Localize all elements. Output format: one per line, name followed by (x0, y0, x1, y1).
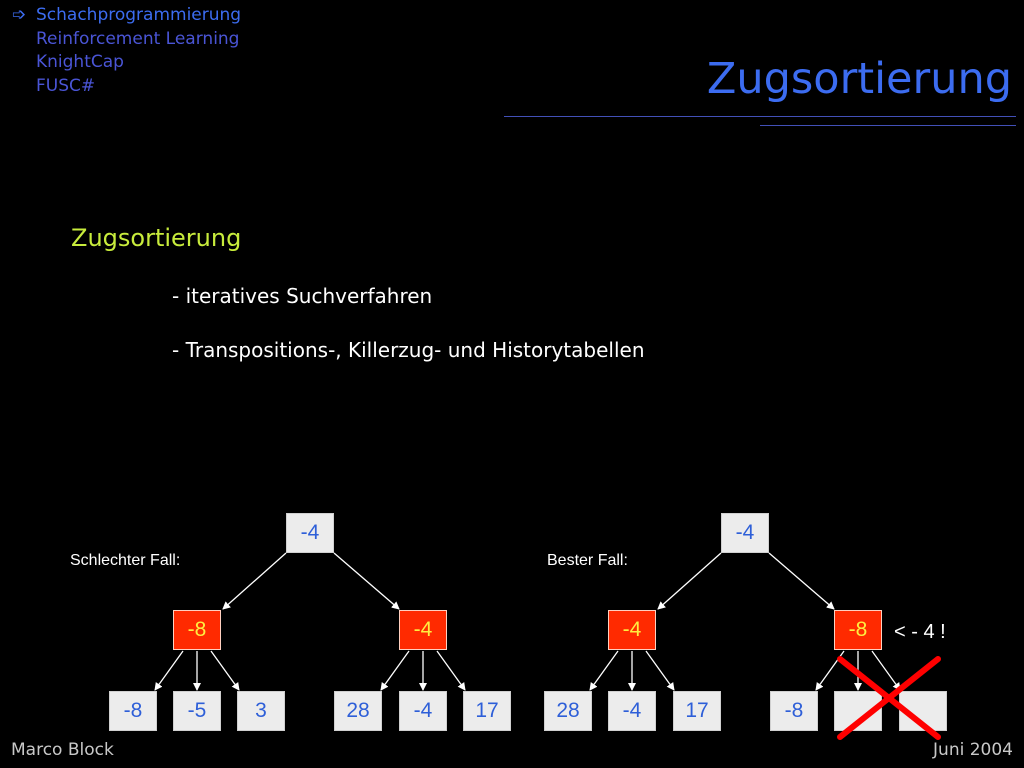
title-divider (504, 116, 1016, 117)
nav-item-reinforcement-learning[interactable]: Reinforcement Learning (12, 28, 241, 52)
min-node: -4 (399, 610, 447, 650)
leaf-node: 28 (334, 691, 382, 731)
bullet-item: - Transpositions-, Killerzug- und Histor… (172, 338, 645, 362)
slide-title: Zugsortierung (706, 54, 1012, 104)
title-divider-short (760, 125, 1016, 126)
footer-date: Juni 2004 (933, 740, 1013, 760)
leaf-node: 28 (544, 691, 592, 731)
leaf-node: -8 (109, 691, 157, 731)
nav-item-knightcap[interactable]: KnightCap (12, 51, 241, 75)
footer-author: Marco Block (11, 740, 114, 760)
nav-item-fusc[interactable]: FUSC# (12, 75, 241, 99)
leaf-node: -5 (173, 691, 221, 731)
leaf-node: -4 (608, 691, 656, 731)
bullet-item: - iteratives Suchverfahren (172, 284, 433, 308)
cutoff-note: < - 4 ! (894, 621, 946, 643)
leaf-node: -8 (770, 691, 818, 731)
nav-item-label: FUSC# (36, 75, 96, 96)
cutoff-cross-icon (837, 656, 941, 740)
leaf-node: 17 (673, 691, 721, 731)
nav-item-label: Reinforcement Learning (36, 28, 240, 49)
root-node: -4 (286, 513, 334, 553)
arrow-right-icon: ➩ (12, 5, 27, 25)
leaf-node: 17 (463, 691, 511, 731)
min-node: -8 (173, 610, 221, 650)
nav-item-label: KnightCap (36, 52, 124, 72)
worst-case-caption: Schlechter Fall: (70, 552, 181, 569)
outline-nav: ➩ Schachprogrammierung Reinforcement Lea… (12, 4, 241, 98)
best-case-caption: Bester Fall: (547, 552, 628, 569)
section-heading: Zugsortierung (71, 224, 242, 252)
min-node: -8 (834, 610, 882, 650)
nav-item-schachprogrammierung[interactable]: ➩ Schachprogrammierung (12, 4, 241, 28)
nav-item-label: Schachprogrammierung (36, 5, 242, 25)
leaf-node: -4 (399, 691, 447, 731)
root-node: -4 (721, 513, 769, 553)
leaf-node: 3 (237, 691, 285, 731)
min-node: -4 (608, 610, 656, 650)
